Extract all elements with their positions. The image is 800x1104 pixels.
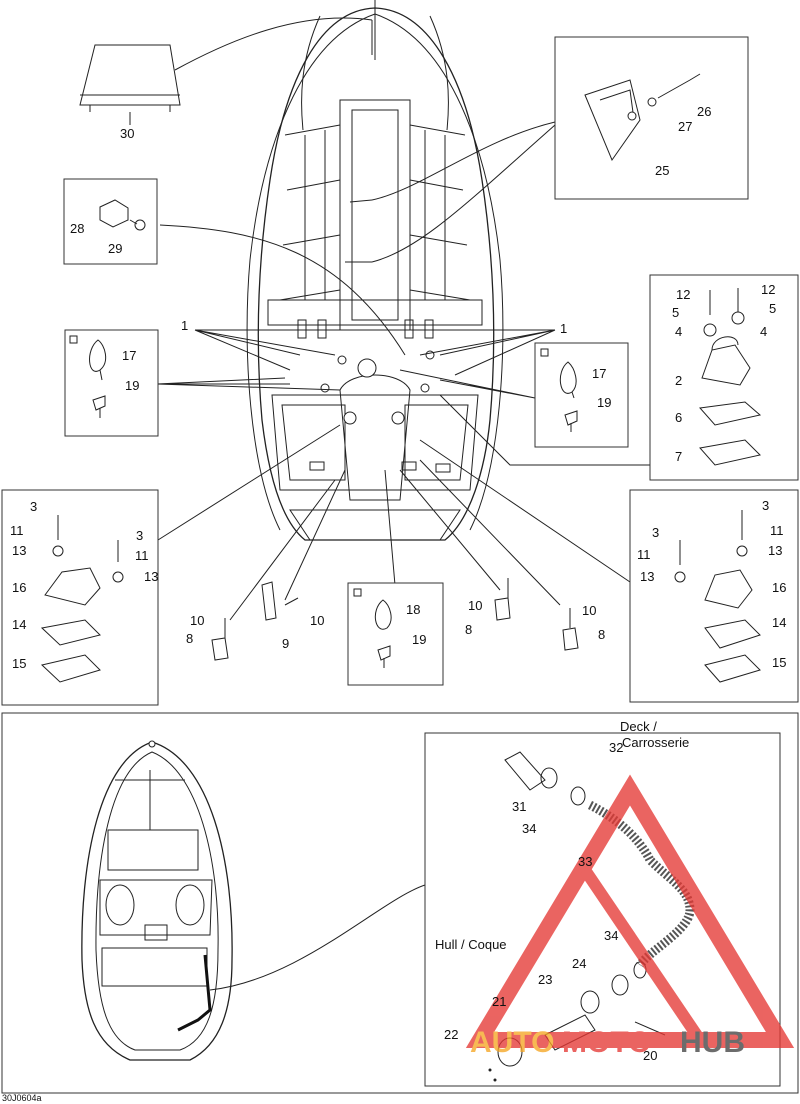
label-deck: Deck / [620,719,657,734]
watermark-moto: MOTO [562,1026,651,1059]
label-3-right-a: 3 [762,498,769,513]
detail-box-18-19 [347,582,444,686]
label-16-left: 16 [12,580,26,595]
watermark-hub: HUB [680,1026,745,1059]
part-30-seat-cover [79,44,181,125]
label-13-right-a: 13 [768,543,782,558]
label-34-top: 34 [522,821,536,836]
label-11-right-b: 11 [637,547,651,562]
label-3-right-b: 3 [652,525,659,540]
label-10-b: 10 [310,613,324,628]
label-11-left-a: 11 [10,523,24,538]
label-3-left-b: 3 [136,528,143,543]
mount-assembly-right [674,510,761,683]
label-8-c: 8 [598,627,605,642]
label-29: 29 [108,241,122,256]
detail-box-mount-right [629,489,799,703]
label-30: 30 [120,126,134,141]
detail-box-mount-left [1,489,159,706]
label-19-right: 19 [597,395,611,410]
label-19-left: 19 [125,378,139,393]
label-4-a: 4 [675,324,682,339]
detail-box-engine-mount [649,274,799,481]
label-21: 21 [492,994,506,1009]
grab-handle [584,73,701,162]
label-19-bottom: 19 [412,632,426,647]
label-5-a: 5 [672,305,679,320]
label-17-right: 17 [592,366,606,381]
label-28: 28 [70,221,84,236]
label-8-b: 8 [465,622,472,637]
label-2: 2 [675,373,682,388]
label-14-left: 14 [12,617,26,632]
label-16-right: 16 [772,580,786,595]
label-13-right-b: 13 [640,569,654,584]
label-11-left-b: 11 [135,548,149,563]
label-9: 9 [282,636,289,651]
figure-code: 30J0604a [2,1093,42,1103]
watermark-logo: AUTO MOTO HUB [465,774,795,1059]
label-7: 7 [675,449,682,464]
label-carrosserie: Carrosserie [622,735,689,750]
label-11-right-a: 11 [770,523,784,538]
label-20: 20 [643,1048,657,1063]
label-34-bottom: 34 [604,928,618,943]
label-22: 22 [444,1027,458,1042]
label-4-b: 4 [760,324,767,339]
label-1-right: 1 [560,321,567,336]
label-8-a: 8 [186,631,193,646]
label-10-d: 10 [582,603,596,618]
label-33: 33 [578,854,592,869]
label-10-a: 10 [190,613,204,628]
mount-assembly-left [40,515,124,683]
label-10-c: 10 [468,598,482,613]
detail-box-25-27 [554,36,749,200]
part-labels: 30 28 29 26 27 25 1 1 17 19 17 19 12 12 … [2,104,786,1103]
label-13-left-b: 13 [144,569,158,584]
mount-assembly [699,288,762,466]
detail-box-17-19-left [64,329,159,437]
label-5-b: 5 [769,301,776,316]
label-15-right: 15 [772,655,786,670]
label-18: 18 [406,602,420,617]
label-24: 24 [572,956,586,971]
boat-deck-top-view [246,0,504,541]
boat-hull-view [81,740,426,1061]
label-25: 25 [655,163,669,178]
label-12-b: 12 [761,282,775,297]
label-14-right: 14 [772,615,786,630]
label-13-left-a: 13 [12,543,26,558]
label-15-left: 15 [12,656,26,671]
detail-box-17-19-right [534,342,629,448]
watermark-auto: AUTO [470,1026,554,1059]
label-12-a: 12 [676,287,690,302]
label-hull-coque: Hull / Coque [435,937,507,952]
label-1-left: 1 [181,318,188,333]
leader-lines [156,17,650,621]
clip-and-screw [99,199,146,231]
label-6: 6 [675,410,682,425]
label-3-left-a: 3 [30,499,37,514]
label-32: 32 [609,740,623,755]
brackets-8-9-10 [211,578,579,661]
label-17-left: 17 [122,348,136,363]
label-26: 26 [697,104,711,119]
label-23: 23 [538,972,552,987]
label-31: 31 [512,799,526,814]
label-27: 27 [678,119,692,134]
